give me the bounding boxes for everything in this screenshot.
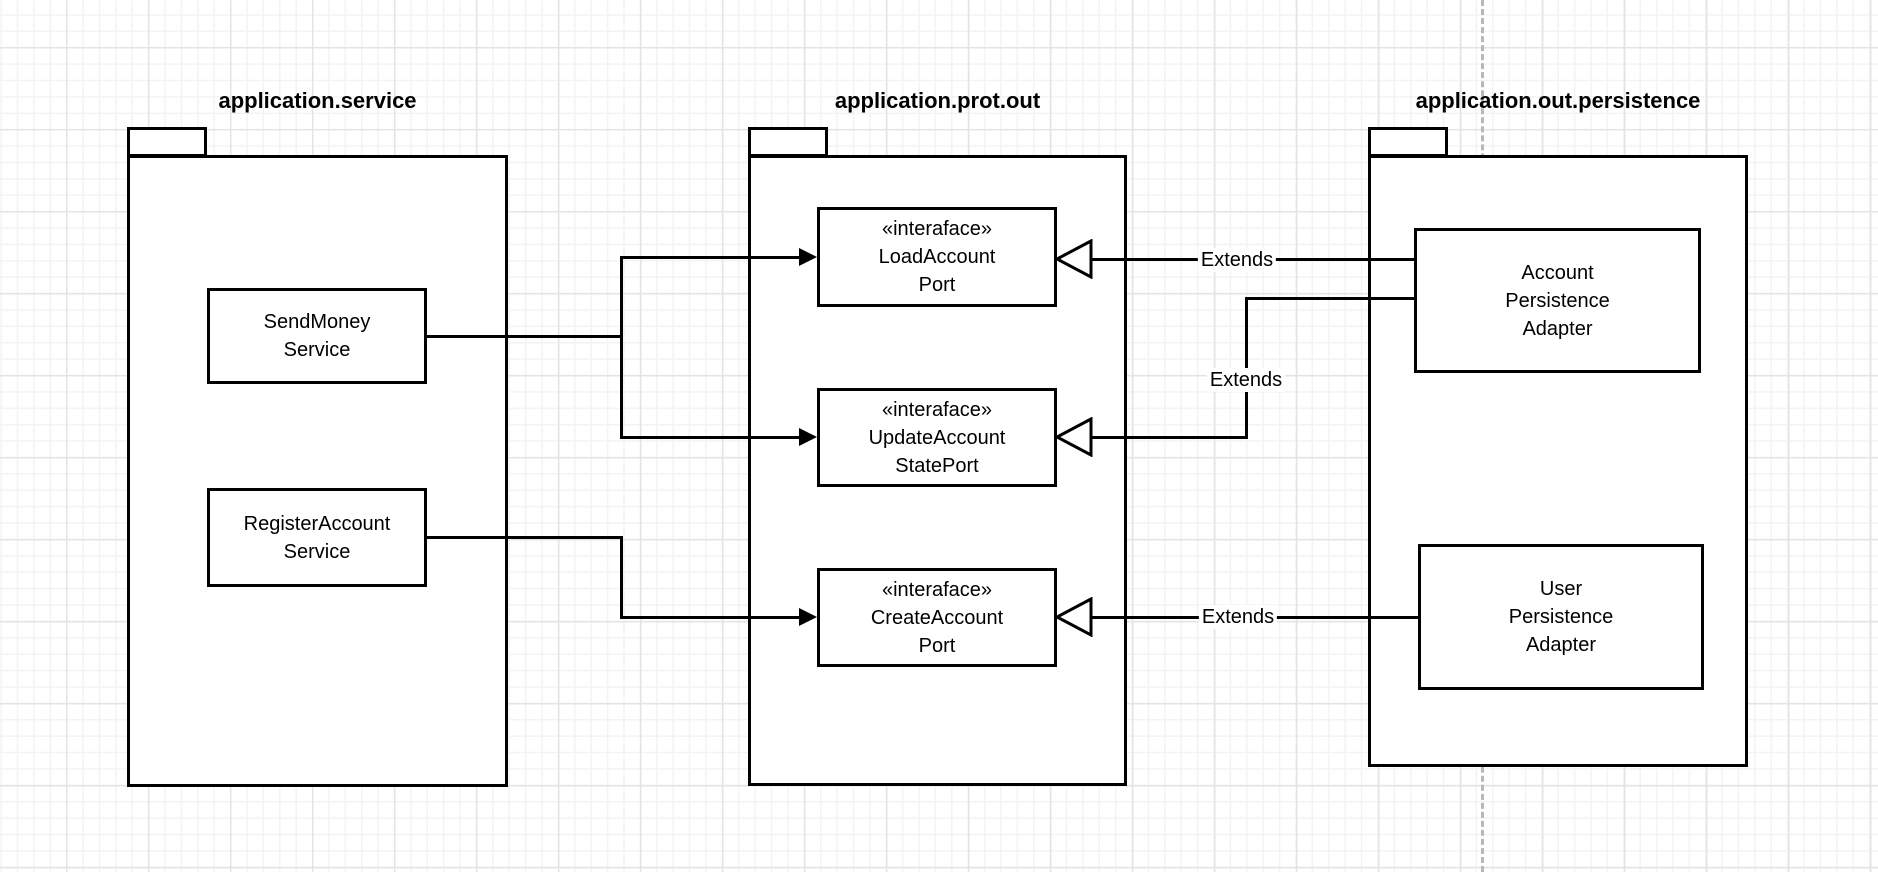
edge-sendmoney-to-updateaccountstateport[interactable] [620, 436, 801, 439]
package-application-service-tab[interactable] [127, 127, 207, 157]
arrowhead-createaccountport-icon [799, 608, 817, 626]
node-label-line: Persistence [1508, 606, 1614, 628]
node-label-line: SendMoney [263, 311, 371, 333]
node-label-line: CreateAccount [870, 606, 1004, 629]
package-application-service-body[interactable] [127, 155, 508, 787]
extends-triangle-loadaccountport-icon [1053, 238, 1093, 280]
arrowhead-loadaccountport-icon [799, 248, 817, 266]
node-label-line: Service [283, 339, 351, 361]
node-label-line: Port [918, 274, 956, 296]
edge-registeraccount-h[interactable] [427, 536, 623, 539]
node-label-line: User [1539, 578, 1583, 600]
package-title-application-service[interactable]: application.service [218, 88, 417, 113]
node-label-line: Port [918, 634, 956, 657]
node-registeraccount-service[interactable]: RegisterAccount Service [207, 488, 427, 587]
extends-triangle-updateaccountstateport-icon [1053, 416, 1093, 458]
package-title-application-prot-out[interactable]: application.prot.out [834, 88, 1041, 113]
node-label-line: Account [1521, 261, 1594, 284]
node-label-line: StatePort [895, 454, 979, 477]
node-label-line: Service [283, 540, 351, 563]
node-label-line: Adapter [1522, 317, 1593, 340]
node-label-line: RegisterAccount [243, 512, 391, 535]
node-sendmoney-service[interactable]: SendMoney Service [207, 288, 427, 384]
package-application-prot-out-tab[interactable] [748, 127, 828, 157]
node-label-line: UpdateAccount [868, 426, 1006, 449]
node-loadaccount-port[interactable]: «interaface» LoadAccount Port [817, 207, 1057, 307]
node-label-line: Adapter [1525, 634, 1597, 656]
node-label-line: LoadAccount [878, 246, 996, 268]
stereotype-label: «interaface» [881, 578, 993, 601]
edge-accountadapter-to-updateport-h2[interactable] [1089, 436, 1248, 439]
package-title-application-out-persistence[interactable]: application.out.persistence [1415, 88, 1701, 113]
node-label-line: Persistence [1505, 289, 1610, 312]
edge-sendmoney-trunk-h[interactable] [427, 335, 623, 338]
edge-sendmoney-to-loadaccountport[interactable] [620, 256, 801, 259]
edge-accountadapter-to-updateport-h1[interactable] [1245, 297, 1414, 300]
stereotype-label: «interaface» [881, 398, 993, 421]
stereotype-label: «interaface» [881, 218, 993, 240]
package-application-out-persistence-tab[interactable] [1368, 127, 1448, 157]
edge-label-extends-2[interactable]: Extends [1206, 368, 1286, 392]
edge-registeraccount-to-createaccountport[interactable] [620, 616, 801, 619]
edge-registeraccount-v[interactable] [620, 536, 623, 619]
edge-sendmoney-trunk-v[interactable] [620, 256, 623, 439]
node-createaccount-port[interactable]: «interaface» CreateAccount Port [817, 568, 1057, 667]
node-account-persistence-adapter[interactable]: Account Persistence Adapter [1414, 228, 1701, 373]
node-user-persistence-adapter[interactable]: User Persistence Adapter [1418, 544, 1704, 690]
arrowhead-updateaccountstateport-icon [799, 428, 817, 446]
edge-label-extends-1[interactable]: Extends [1197, 248, 1277, 272]
extends-triangle-createaccountport-icon [1053, 596, 1093, 638]
node-updateaccountstate-port[interactable]: «interaface» UpdateAccount StatePort [817, 388, 1057, 487]
edge-label-extends-3[interactable]: Extends [1198, 605, 1278, 629]
